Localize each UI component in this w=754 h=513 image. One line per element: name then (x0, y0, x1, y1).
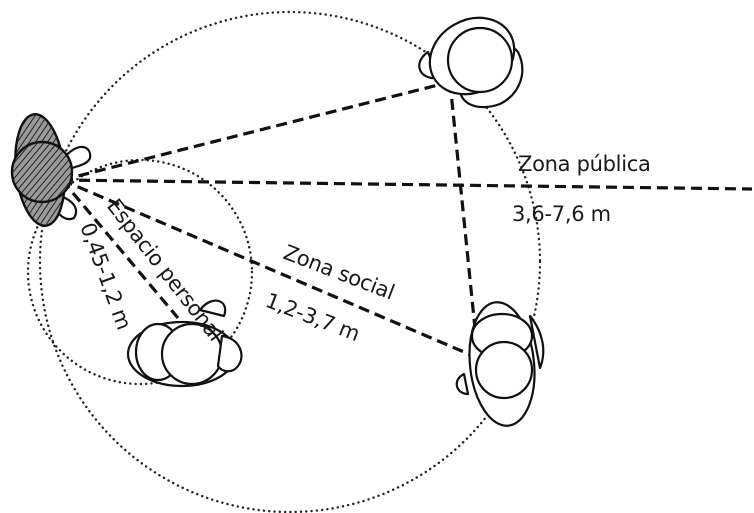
public-distance-line (61, 178, 753, 191)
public-zone-label: Zona pública (518, 152, 651, 176)
person-top-view-icon (10, 113, 92, 227)
person-top-view-icon (418, 16, 524, 109)
social-zone-label: Zona social (280, 240, 398, 304)
personal-distance-line (60, 178, 180, 320)
person-top-view-icon (126, 299, 243, 388)
social-distance-line (61, 178, 479, 360)
line-center-to-top (61, 80, 451, 182)
social-range-label: 1,2-3,7 m (262, 288, 363, 346)
public-range-label: 3,6-7,6 m (512, 202, 611, 226)
public-zone-circle (38, 10, 542, 513)
person-top-view-icon (455, 301, 545, 427)
distance-lines (60, 80, 753, 360)
personal-zone-circle (26, 158, 254, 386)
line-top-to-right (448, 81, 480, 359)
